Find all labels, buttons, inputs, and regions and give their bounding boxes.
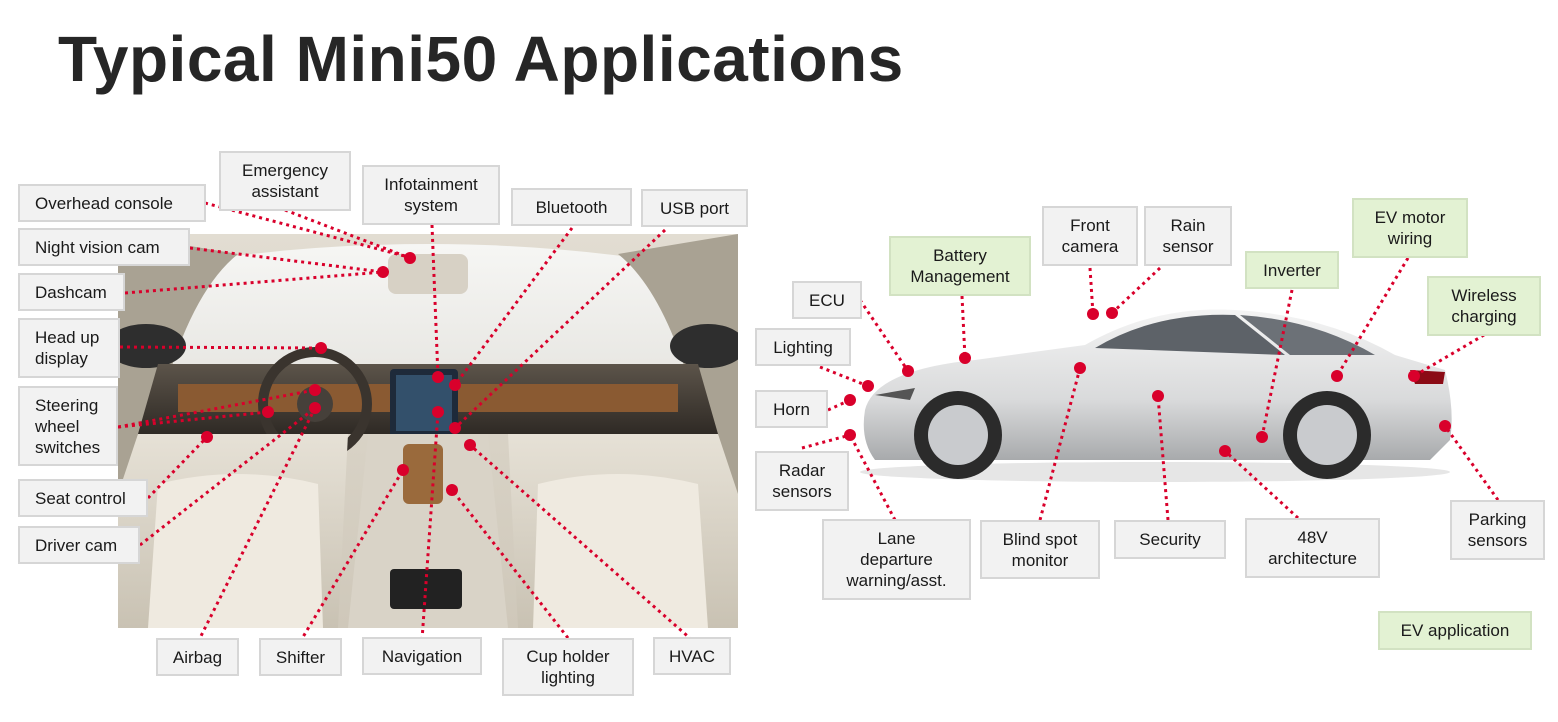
label-horn: Horn <box>755 390 828 428</box>
legend-ev-application: EV application <box>1378 611 1532 650</box>
label-airbag: Airbag <box>156 638 239 676</box>
label-ev-motor-wiring: EV motor wiring <box>1352 198 1468 258</box>
label-hvac: HVAC <box>653 637 731 675</box>
label-cup-holder-lighting: Cup holder lighting <box>502 638 634 696</box>
label-parking-sensors: Parking sensors <box>1450 500 1545 560</box>
label-emergency-assistant: Emergency assistant <box>219 151 351 211</box>
label-security: Security <box>1114 520 1226 559</box>
label-steering-wheel-switches: Steering wheel switches <box>18 386 118 466</box>
label-seat-control: Seat control <box>18 479 148 517</box>
label-overhead-console: Overhead console <box>18 184 206 222</box>
label-lane-departure: Lane departure warning/asst. <box>822 519 971 600</box>
label-front-camera: Front camera <box>1042 206 1138 266</box>
label-night-vision-cam: Night vision cam <box>18 228 190 266</box>
label-navigation: Navigation <box>362 637 482 675</box>
label-ecu: ECU <box>792 281 862 319</box>
label-bluetooth: Bluetooth <box>511 188 632 226</box>
label-blind-spot-monitor: Blind spot monitor <box>980 520 1100 579</box>
page-title: Typical Mini50 Applications <box>58 23 904 95</box>
label-rain-sensor: Rain sensor <box>1144 206 1232 266</box>
label-radar-sensors: Radar sensors <box>755 451 849 511</box>
label-head-up-display: Head up display <box>18 318 120 378</box>
label-lighting: Lighting <box>755 328 851 366</box>
label-shifter: Shifter <box>259 638 342 676</box>
label-inverter: Inverter <box>1245 251 1339 289</box>
label-infotainment-system: Infotainment system <box>362 165 500 225</box>
label-48v-architecture: 48V architecture <box>1245 518 1380 578</box>
label-dashcam: Dashcam <box>18 273 125 311</box>
car-interior-photo <box>118 234 738 628</box>
label-driver-cam: Driver cam <box>18 526 140 564</box>
car-exterior-photo <box>855 300 1460 485</box>
label-wireless-charging: Wireless charging <box>1427 276 1541 336</box>
label-battery-management: Battery Management <box>889 236 1031 296</box>
label-usb-port: USB port <box>641 189 748 227</box>
